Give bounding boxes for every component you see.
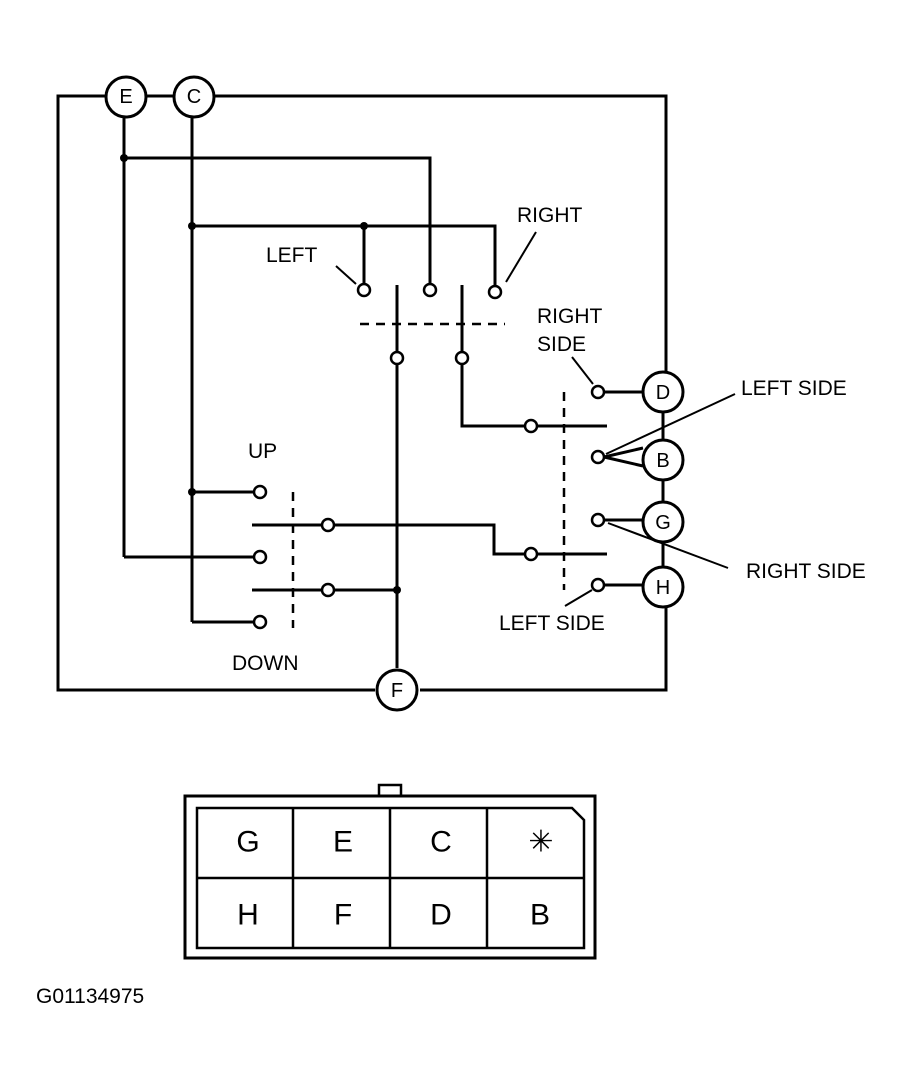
label-right-side-top: RIGHT SIDE bbox=[537, 305, 608, 356]
connector-pin-F: F bbox=[334, 899, 352, 932]
connector-pin-H: H bbox=[237, 899, 259, 932]
contact-points bbox=[252, 282, 606, 630]
connector-pin-C: C bbox=[430, 826, 452, 859]
switch-linkages bbox=[291, 322, 566, 628]
terminal-E: E bbox=[104, 75, 148, 119]
terminal-G-label: G bbox=[655, 512, 671, 534]
label-left-side-top: LEFT SIDE bbox=[741, 377, 847, 400]
terminal-B-label: B bbox=[656, 450, 669, 472]
terminal-F-label: F bbox=[391, 680, 403, 702]
connector-pin-blank: ✳ bbox=[528, 826, 553, 859]
connector-pin-G: G bbox=[236, 826, 259, 859]
terminal-E-label: E bbox=[119, 86, 132, 108]
terminal-C: C bbox=[172, 75, 216, 119]
label-right: RIGHT bbox=[517, 204, 583, 227]
label-leaders bbox=[335, 231, 736, 607]
connector-pin-B: B bbox=[530, 899, 550, 932]
connector-pin-D: D bbox=[430, 899, 452, 932]
terminal-B: B bbox=[641, 438, 685, 482]
junction-dots bbox=[120, 154, 401, 594]
label-down: DOWN bbox=[232, 652, 299, 675]
label-left-side-bottom: LEFT SIDE bbox=[499, 612, 605, 635]
terminal-D: D bbox=[641, 370, 685, 414]
figure-code: G01134975 bbox=[36, 985, 144, 1008]
label-up: UP bbox=[248, 440, 277, 463]
terminal-D-label: D bbox=[656, 382, 670, 404]
terminal-H: H bbox=[641, 565, 685, 609]
terminal-G: G bbox=[641, 500, 685, 544]
terminal-H-label: H bbox=[656, 577, 670, 599]
terminal-C-label: C bbox=[187, 86, 201, 108]
label-right-side-bottom: RIGHT SIDE bbox=[746, 560, 866, 583]
label-left: LEFT bbox=[266, 244, 318, 267]
connector-face: G E C ✳ H F D B bbox=[183, 783, 597, 960]
terminal-F: F bbox=[375, 668, 419, 712]
internal-wires bbox=[122, 117, 644, 668]
connector-pin-E: E bbox=[333, 826, 353, 859]
